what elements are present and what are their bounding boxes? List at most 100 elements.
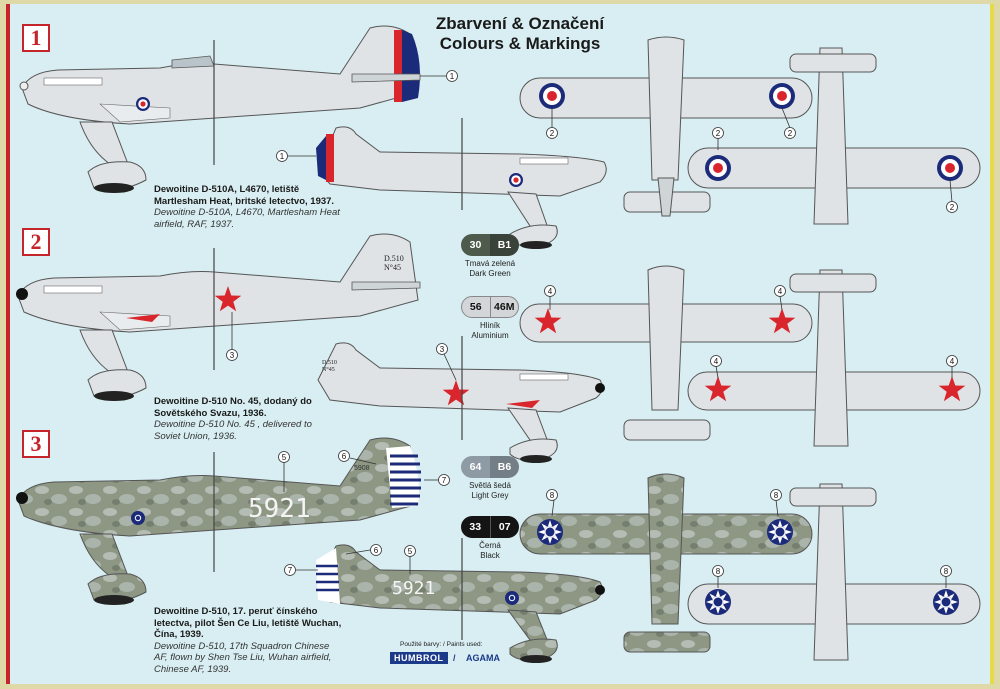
paint-name-czech: Černá xyxy=(479,541,501,550)
callout-marker: 2 xyxy=(784,127,796,139)
callout-marker: 4 xyxy=(544,285,556,297)
scheme-number-3: 3 xyxy=(22,430,50,458)
callout-number: 8 xyxy=(716,567,721,576)
paint-code-humbrol: 33 xyxy=(469,521,482,533)
tail-serial: D.510 xyxy=(322,360,337,366)
callout-circle xyxy=(774,285,786,297)
callout-number: 4 xyxy=(548,287,553,296)
aircraft-2-bottom-view xyxy=(687,269,981,447)
paint-code-humbrol: 64 xyxy=(469,461,482,473)
paints-used-label: Použité barvy: / Paints used: xyxy=(400,641,483,648)
aircraft-2-left-side xyxy=(16,233,421,401)
aircraft-3-top-view xyxy=(519,473,813,653)
title-english: Colours & Markings xyxy=(439,34,601,53)
callout-marker: 6 xyxy=(338,450,350,462)
paint-label-light-grey: Světlá šedá Light Grey xyxy=(445,481,535,500)
caption-2-czech: Dewoitine D-510 No. 45, dodaný do Sověts… xyxy=(154,396,312,419)
paint-name-english: Light Grey xyxy=(471,490,509,500)
callout-marker: 2 xyxy=(712,127,724,139)
paint-code-agama: B1 xyxy=(490,234,519,256)
paint-label-aluminium: Hliník Aluminium xyxy=(445,321,535,340)
aircraft-1-bottom-view xyxy=(687,47,981,225)
callout-number: 7 xyxy=(288,566,293,575)
callout-marker: 8 xyxy=(546,489,558,501)
callout-circle xyxy=(546,127,558,139)
callout-circle xyxy=(784,127,796,139)
title-czech: Zbarvení & Označení xyxy=(435,14,605,33)
caption-scheme-2: Dewoitine D-510 No. 45, dodaný do Sověts… xyxy=(154,396,336,442)
callout-number: 5 xyxy=(282,453,287,462)
aircraft-3-bottom-view xyxy=(687,483,981,661)
fuselage-code-right: 5921 xyxy=(392,578,435,599)
callout-number: 3 xyxy=(230,351,235,360)
brand-separator: / xyxy=(453,653,456,663)
page-title: Zbarvení & Označení Colours & Markings xyxy=(390,14,650,54)
callout-number: 8 xyxy=(944,567,949,576)
caption-1-czech: Dewoitine D-510A, L4670, letiště Martles… xyxy=(154,184,335,207)
callout-number: 8 xyxy=(774,491,779,500)
caption-2-english: Dewoitine D-510 No. 45 , delivered to So… xyxy=(154,419,312,442)
callout-circle xyxy=(338,450,350,462)
paint-code-agama: 07 xyxy=(489,516,520,538)
callout-number: 6 xyxy=(342,452,347,461)
callout-marker: 2 xyxy=(546,127,558,139)
callout-circle xyxy=(276,150,288,162)
aircraft-2-right-side xyxy=(317,336,605,463)
callout-circle xyxy=(404,545,416,557)
paint-code-agama: 46M xyxy=(489,297,519,317)
paint-chip-aluminium: 56 46M xyxy=(461,296,519,318)
humbrol-logo: HUMBROL xyxy=(390,652,448,664)
paint-code-humbrol: 56 xyxy=(469,301,482,313)
paint-code-agama: B6 xyxy=(490,456,519,478)
callout-marker: 3 xyxy=(226,349,238,361)
caption-1-english: Dewoitine D-510A, L4670, Martlesham Heat… xyxy=(154,207,340,230)
callout-marker: 3 xyxy=(436,343,448,355)
callout-number: 4 xyxy=(714,357,719,366)
callout-marker: 7 xyxy=(438,474,450,486)
callout-circle xyxy=(546,489,558,501)
paint-name-english: Aluminium xyxy=(471,330,509,340)
fuselage-code-left: 5921 xyxy=(248,494,311,524)
tail-serial-number: N°45 xyxy=(384,263,401,272)
callout-marker: 4 xyxy=(710,355,722,367)
callout-circle xyxy=(370,544,382,556)
callout-marker: 4 xyxy=(774,285,786,297)
tail-serial: D.510 xyxy=(384,254,404,263)
callout-circle xyxy=(946,201,958,213)
agama-logo: AGAMA xyxy=(466,653,500,663)
callout-marker: 6 xyxy=(370,544,382,556)
callout-circle xyxy=(770,489,782,501)
callout-marker: 8 xyxy=(770,489,782,501)
callout-circle xyxy=(278,451,290,463)
paint-chip-black: 33 07 xyxy=(461,516,519,538)
paint-name-czech: Světlá šedá xyxy=(469,481,511,490)
callout-circle xyxy=(946,355,958,367)
callout-circle xyxy=(544,285,556,297)
tail-serial-2-small: D.510 N°45 xyxy=(322,360,337,374)
callout-number: 2 xyxy=(950,203,955,212)
callout-number: 2 xyxy=(550,129,555,138)
callout-marker: 5 xyxy=(404,545,416,557)
caption-3-czech: Dewoitine D-510, 17. peruť čínského lete… xyxy=(154,606,342,640)
caption-3-english: Dewoitine D-510, 17th Squadron Chinese A… xyxy=(154,640,332,675)
callout-circle xyxy=(710,355,722,367)
aircraft-1-left-side xyxy=(19,25,421,193)
aircraft-2-top-view xyxy=(519,265,813,441)
tail-serial-2: D.510 N°45 xyxy=(384,254,404,272)
paint-code-humbrol: 30 xyxy=(469,239,482,251)
callout-circle xyxy=(226,349,238,361)
callout-number: 6 xyxy=(374,546,379,555)
aircraft-1-right-side xyxy=(316,118,607,249)
callout-circle xyxy=(446,70,458,82)
callout-number: 1 xyxy=(280,152,285,161)
callout-marker: 8 xyxy=(940,565,952,577)
callout-marker: 7 xyxy=(284,564,296,576)
tail-serial-number: N°45 xyxy=(322,367,335,373)
paint-name-english: Black xyxy=(480,550,500,560)
paint-name-czech: Hliník xyxy=(479,321,500,330)
paint-label-dark-green: Tmavá zelená Dark Green xyxy=(445,259,535,278)
callout-marker: 4 xyxy=(946,355,958,367)
scheme-number-2: 2 xyxy=(22,228,50,256)
